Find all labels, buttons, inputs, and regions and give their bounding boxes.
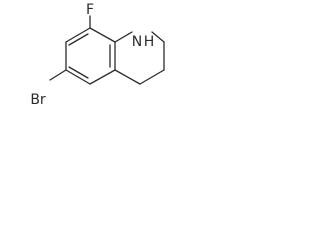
bond-c4-c4a	[114, 69, 141, 85]
atom-label-nitrogen: N	[132, 34, 142, 50]
bond-c8-c8a	[89, 27, 116, 43]
atom-label-fluorine: F	[86, 2, 94, 18]
molecule-structure: F N H Br	[30, 2, 165, 108]
bond-c3-c4	[139, 69, 165, 85]
bond-c7-c8-inner	[68, 33, 89, 46]
bond-c8a-n1	[114, 31, 133, 43]
bond-c7-c8	[65, 27, 91, 43]
atom-label-bromine: Br	[30, 92, 46, 108]
bond-c4a-c5	[89, 69, 116, 85]
bond-c5-c6-inner	[68, 66, 89, 79]
bond-c5-c6	[65, 69, 91, 85]
atom-label-hydrogen: H	[144, 34, 155, 50]
bond-n1-c2	[151, 31, 165, 43]
bond-c6-br	[49, 69, 67, 81]
